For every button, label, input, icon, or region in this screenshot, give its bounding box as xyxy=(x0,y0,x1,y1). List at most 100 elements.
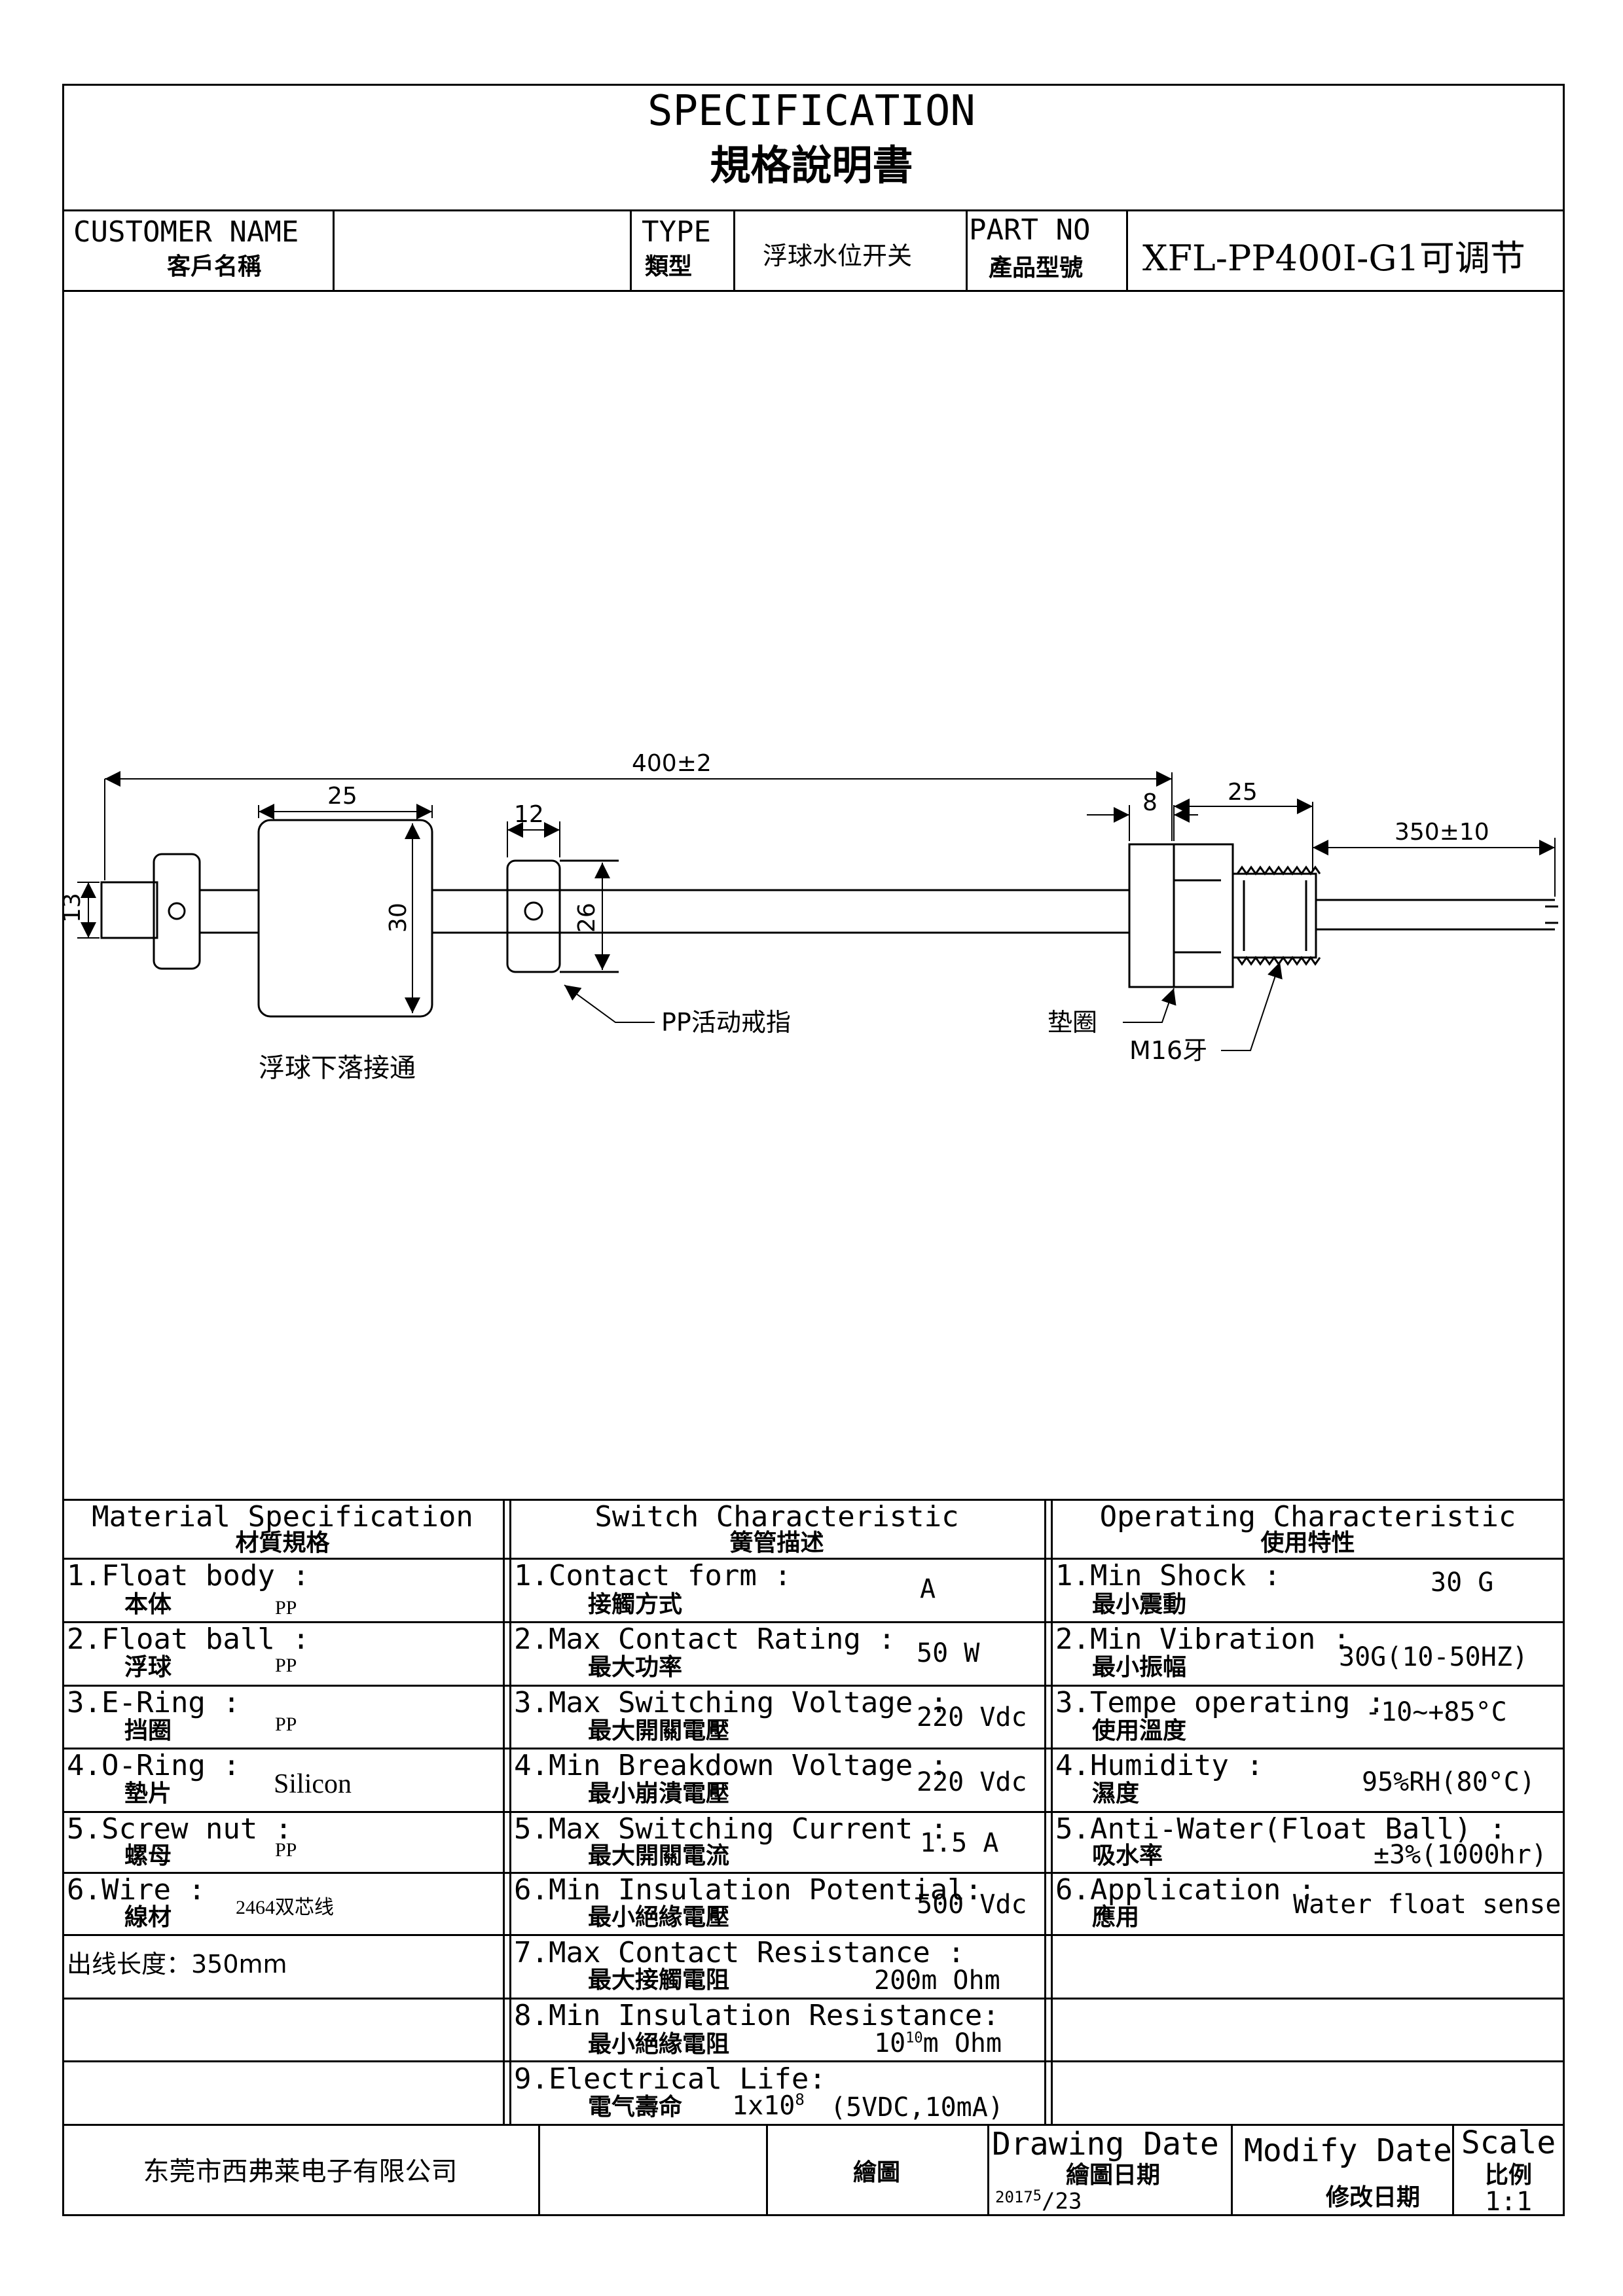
value-unit: m Ohm xyxy=(922,2028,1002,2058)
sheet-frame xyxy=(62,84,1565,2216)
switch-row-zh: 最大功率 xyxy=(588,1654,683,1681)
drawing-date-value: 20175/23 xyxy=(995,2188,1082,2215)
label-float-note: 浮球下落接通 xyxy=(259,1053,416,1083)
operating-row-value: Water float sense xyxy=(1293,1890,1561,1920)
operating-row-zh: 使用溫度 xyxy=(1092,1717,1187,1744)
type-label-en: TYPE xyxy=(642,215,711,249)
dim-stem: 13 xyxy=(59,893,86,923)
header-col-line xyxy=(1126,209,1128,290)
spec-row-line xyxy=(62,1621,1565,1623)
switch-row-en: 4.Min Breakdown Voltage : xyxy=(514,1749,948,1782)
dim-ring-height: 26 xyxy=(574,903,600,933)
gasket xyxy=(1128,843,1175,988)
type-label-zh: 類型 xyxy=(645,253,693,280)
header-col-line xyxy=(966,209,968,290)
switch-row-zh: 最小崩潰電壓 xyxy=(588,1780,730,1807)
header-col-line xyxy=(333,209,335,290)
switch-row-value: 1.5 A xyxy=(920,1828,999,1858)
switch-row-zh: 電气壽命 xyxy=(588,2094,683,2121)
float-body xyxy=(257,819,433,1018)
spec-row-line xyxy=(62,1872,1565,1874)
switch-row-value: 1010m Ohm xyxy=(874,2030,1002,2056)
material-row-zh: 螺母 xyxy=(124,1842,172,1869)
material-row-zh: 本体 xyxy=(124,1591,172,1618)
material-header-en: Material Specification xyxy=(92,1500,473,1534)
pp-ring xyxy=(506,859,561,973)
customer-label-en: CUSTOMER NAME xyxy=(73,215,299,249)
spec-row-line xyxy=(62,1748,1565,1749)
material-row-value: PP xyxy=(275,1713,297,1735)
operating-row-zh: 最小振幅 xyxy=(1092,1654,1187,1681)
spec-col-line xyxy=(503,1499,505,2124)
scale-value: 1:1 xyxy=(1484,2187,1533,2217)
switch-row-zh: 最小絕緣電阻 xyxy=(588,2031,730,2058)
spec-row-line xyxy=(62,1685,1565,1687)
switch-row-value: 500 Vdc xyxy=(917,1890,1027,1920)
operating-row-zh: 濕度 xyxy=(1092,1780,1140,1807)
dim-wire: 350±10 xyxy=(1395,819,1489,846)
dim-float: 25 xyxy=(327,783,357,810)
spec-col-line xyxy=(1044,1499,1046,2124)
collar-screw-icon xyxy=(168,902,186,920)
spec-row-line xyxy=(62,1934,1565,1936)
spec-col-line xyxy=(1051,1499,1053,2124)
switch-row-zh: 最大開關電流 xyxy=(588,1842,730,1869)
operating-row-zh: 應用 xyxy=(1092,1904,1140,1931)
switch-row-zh: 最大開關電壓 xyxy=(588,1717,730,1744)
value-base: 10 xyxy=(874,2028,906,2058)
scale-en: Scale xyxy=(1461,2125,1556,2161)
thread-body xyxy=(1231,872,1317,959)
value-note: (5VDC,10mA) xyxy=(830,2092,1004,2123)
spec-row-line xyxy=(62,1558,1565,1560)
dim-total: 400±2 xyxy=(632,750,712,777)
dim-nut: 8 xyxy=(1142,789,1158,816)
customer-label-zh: 客戶名稱 xyxy=(167,253,262,280)
material-row-en: 1.Float body : xyxy=(67,1559,310,1592)
material-row-value: 2464双芯线 xyxy=(236,1897,334,1918)
operating-row-en: 3.Tempe operating : xyxy=(1055,1686,1385,1719)
dim-ring: 12 xyxy=(514,801,544,828)
switch-row-zh: 最大接觸電阻 xyxy=(588,1967,730,1994)
switch-header-en: Switch Characteristic xyxy=(594,1500,959,1534)
material-row-value: Silicon xyxy=(274,1769,352,1799)
material-row-value: PP xyxy=(275,1597,297,1619)
material-header-zh: 材質規格 xyxy=(235,1530,330,1556)
company-name: 东莞市西弗莱电子有限公司 xyxy=(143,2157,458,2187)
drawing-date-year: 2017 xyxy=(995,2188,1033,2206)
ring-screw-icon xyxy=(524,901,543,921)
material-row-en: 2.Float ball : xyxy=(67,1623,310,1656)
nut xyxy=(1173,843,1234,988)
operating-row-zh: 最小震動 xyxy=(1092,1591,1187,1618)
footer-col-line xyxy=(987,2124,989,2216)
spec-row-line xyxy=(62,2060,1565,2062)
operating-row-en: 1.Min Shock : xyxy=(1055,1559,1281,1592)
modify-date-zh: 修改日期 xyxy=(1326,2184,1421,2211)
operating-row-value: 95%RH(80°C) xyxy=(1362,1767,1535,1797)
value-exponent: 10 xyxy=(905,2030,923,2047)
value-base: 1x10 xyxy=(732,2090,795,2121)
footer-col-line xyxy=(1452,2124,1454,2216)
material-row-zh: 挡圈 xyxy=(124,1717,172,1744)
drawing-date-en: Drawing Date xyxy=(992,2126,1219,2162)
value-exponent: 8 xyxy=(795,2090,805,2109)
operating-row-en: 4.Humidity : xyxy=(1055,1749,1264,1782)
operating-header-zh: 使用特性 xyxy=(1260,1530,1355,1556)
title-en: SPECIFICATION xyxy=(647,87,976,135)
material-row-zh: 線材 xyxy=(124,1904,172,1931)
dim-thread: 25 xyxy=(1228,779,1258,806)
switch-row-en: 3.Max Switching Voltage : xyxy=(514,1686,948,1719)
left-collar xyxy=(153,853,201,970)
material-row-en: 6.Wire : xyxy=(67,1873,206,1907)
draw-label: 繪圖 xyxy=(852,2159,900,2186)
label-ring: PP活动戒指 xyxy=(661,1008,791,1037)
partno-label-zh: 產品型號 xyxy=(989,255,1084,281)
scale-zh: 比例 xyxy=(1484,2162,1532,2189)
switch-row-en: 8.Min Insulation Resistance: xyxy=(514,1999,1000,2032)
switch-row-en: 7.Max Contact Resistance : xyxy=(514,1936,965,1969)
switch-row-zh: 接觸方式 xyxy=(588,1591,683,1618)
modify-date-en: Modify Date xyxy=(1244,2132,1452,2169)
switch-row-value: A xyxy=(920,1574,936,1604)
footer-col-line xyxy=(538,2124,540,2216)
spec-row-line xyxy=(62,1998,1565,2000)
